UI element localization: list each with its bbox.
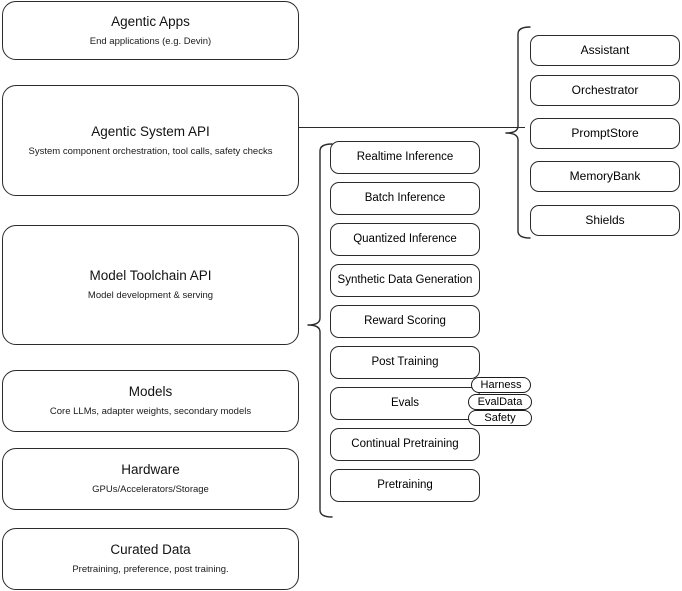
capability-label: Batch Inference	[364, 192, 446, 205]
layer-title: Models	[128, 384, 173, 400]
layer-title: Model Toolchain API	[89, 268, 212, 284]
evals-badge-label: Safety	[484, 411, 516, 424]
capability-box-pretraining[interactable]: Pretraining	[330, 469, 480, 502]
evals-badge-harness[interactable]: Harness	[471, 377, 531, 393]
capability-box-batch-inference[interactable]: Batch Inference	[330, 182, 480, 215]
component-label: PromptStore	[571, 126, 639, 140]
layer-box-models[interactable]: Models Core LLMs, adapter weights, secon…	[2, 370, 299, 432]
capability-label: Post Training	[371, 356, 439, 369]
component-label: Assistant	[580, 43, 630, 57]
layer-subtitle: Pretraining, preference, post training.	[72, 564, 229, 575]
component-label: Orchestrator	[571, 83, 639, 97]
capability-label: Evals	[390, 397, 420, 410]
brace-system-components	[505, 26, 531, 239]
layer-box-agentic-system-api[interactable]: Agentic System API System component orch…	[2, 85, 299, 196]
capability-box-realtime-inference[interactable]: Realtime Inference	[330, 141, 480, 174]
layer-title: Hardware	[121, 462, 180, 478]
component-box-shields[interactable]: Shields	[530, 205, 680, 236]
capability-box-continual-pretraining[interactable]: Continual Pretraining	[330, 428, 480, 461]
layer-subtitle: GPUs/Accelerators/Storage	[92, 484, 209, 495]
evals-badge-safety[interactable]: Safety	[468, 410, 532, 426]
capability-label: Realtime Inference	[356, 151, 454, 164]
capability-box-reward-scoring[interactable]: Reward Scoring	[330, 305, 480, 338]
evals-badge-label: EvalData	[477, 395, 523, 408]
capability-box-quantized-inference[interactable]: Quantized Inference	[330, 223, 480, 256]
evals-badge-label: Harness	[480, 378, 522, 391]
component-label: Shields	[585, 213, 625, 227]
capability-box-synthetic-data-generation[interactable]: Synthetic Data Generation	[330, 264, 480, 297]
layer-title: Curated Data	[110, 542, 191, 558]
brace-toolchain-capabilities	[307, 143, 333, 518]
capability-box-evals[interactable]: Evals	[330, 387, 480, 420]
layer-box-hardware[interactable]: Hardware GPUs/Accelerators/Storage	[2, 448, 299, 510]
layer-subtitle: System component orchestration, tool cal…	[28, 145, 273, 157]
layer-box-curated-data[interactable]: Curated Data Pretraining, preference, po…	[2, 528, 299, 590]
capability-label: Reward Scoring	[364, 315, 446, 328]
capability-label: Synthetic Data Generation	[337, 274, 473, 287]
layer-subtitle: Core LLMs, adapter weights, secondary mo…	[49, 406, 252, 417]
component-label: MemoryBank	[569, 169, 641, 183]
component-box-orchestrator[interactable]: Orchestrator	[530, 75, 680, 106]
connector-line-system-api-to-components	[299, 127, 525, 128]
component-box-promptstore[interactable]: PromptStore	[530, 118, 680, 149]
layer-box-agentic-apps[interactable]: Agentic Apps End applications (e.g. Devi…	[2, 1, 299, 60]
evals-badge-evaldata[interactable]: EvalData	[468, 394, 532, 410]
layer-subtitle: Model development & serving	[87, 290, 214, 301]
capability-label: Pretraining	[377, 479, 433, 492]
layer-title: Agentic System API	[91, 123, 210, 139]
component-box-assistant[interactable]: Assistant	[530, 35, 680, 66]
capability-box-post-training[interactable]: Post Training	[330, 346, 480, 379]
layer-title: Agentic Apps	[111, 13, 190, 29]
layer-box-model-toolchain-api[interactable]: Model Toolchain API Model development & …	[2, 225, 299, 345]
capability-label: Quantized Inference	[353, 233, 457, 246]
capability-label: Continual Pretraining	[351, 438, 459, 451]
layer-subtitle: End applications (e.g. Devin)	[89, 35, 212, 47]
component-box-memorybank[interactable]: MemoryBank	[530, 161, 680, 192]
